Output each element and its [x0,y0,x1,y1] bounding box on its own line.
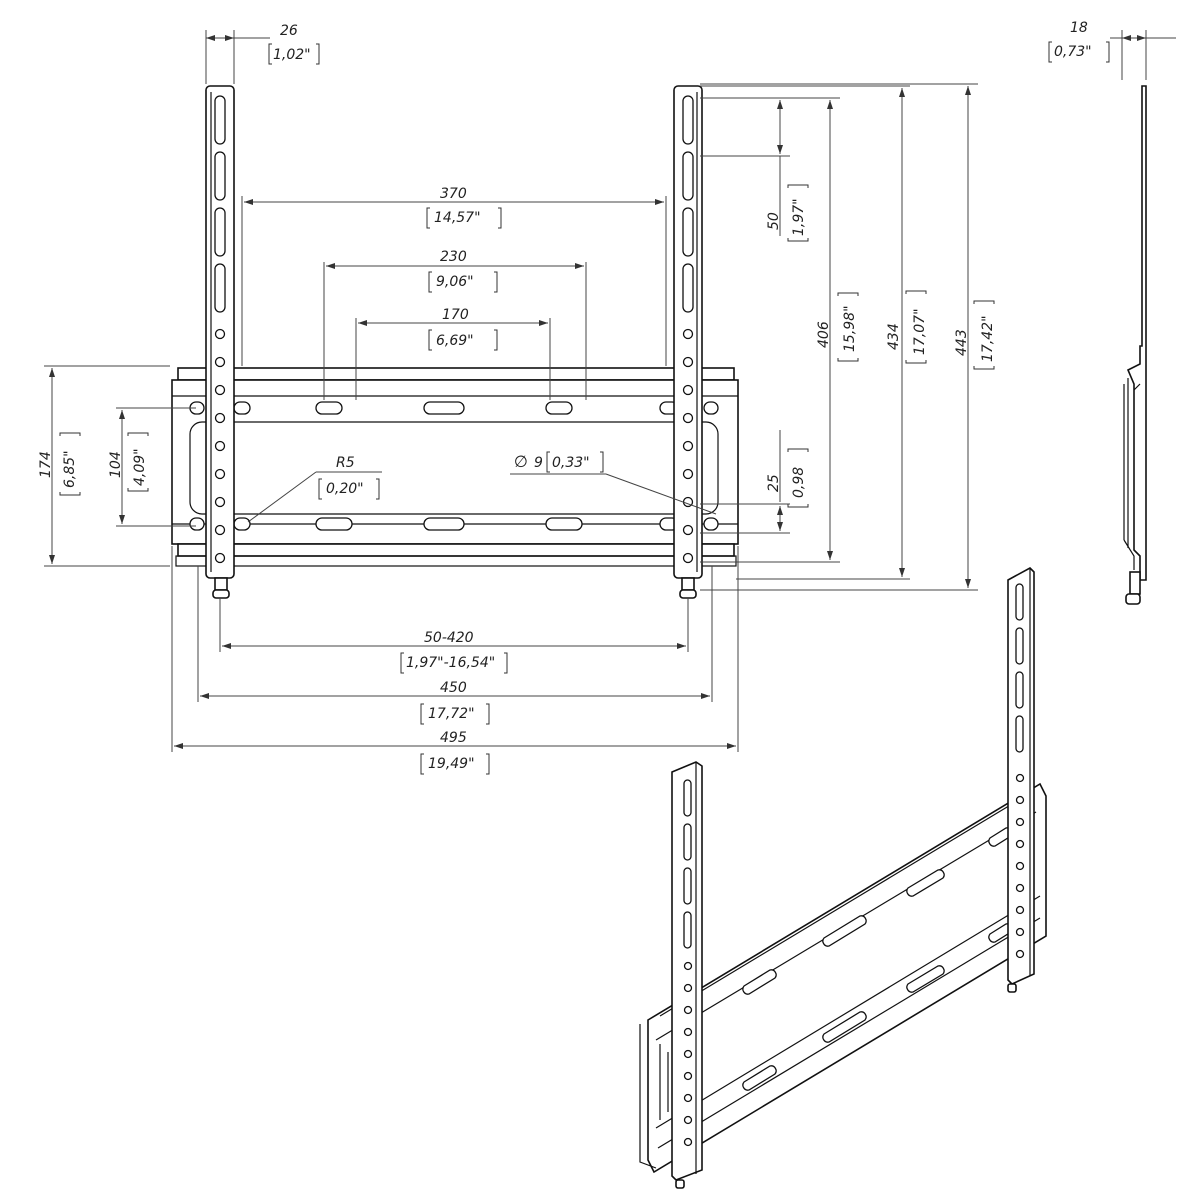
iso-right-arm [1007,567,1035,993]
dim-hole-pitch-inch: 1,97" [791,198,807,236]
dim-hole-diameter-symbol: ∅ [514,452,528,471]
iso-left-arm [671,761,703,1189]
left-mounting-arm [205,85,235,599]
dim-vesa-170-inch: 6,69" [436,333,474,349]
left-arm-holes [214,328,226,564]
right-mounting-arm [673,85,703,599]
dim-vesa-170-mm: 170 [442,307,469,323]
dim-height-443-mm: 443 [954,329,970,356]
isometric-view [639,567,1047,1189]
dim-small-25-inch: 0,98 [791,467,807,498]
dim-span-450-inch: 17,72" [428,706,475,722]
dim-height-406: 406 15,98" [700,97,859,563]
dim-plate-104-mm: 104 [108,451,124,478]
dim-vesa-230-mm: 230 [440,249,467,265]
dim-radius-mm: R5 [336,455,355,471]
dim-hole-diameter: ∅ 9 0,33" [510,451,717,515]
dim-plate-174-inch: 6,85" [62,450,78,488]
dim-vesa-230-inch: 9,06" [436,274,474,290]
dim-hole-diameter-inch: 0,33" [552,455,590,471]
dim-span-50-420: 50-420 1,97"-16,54" [219,598,689,674]
dim-plate-174: 174 6,85" [38,365,170,567]
dim-radius-inch: 0,20" [326,481,364,497]
dim-arm-width-mm: 26 [280,23,298,39]
dim-span-50-420-mm: 50-420 [424,630,474,646]
dim-vesa-230: 230 9,06" [323,249,587,400]
dim-hole-pitch-mm: 50 [766,212,782,230]
dim-arm-width-inch: 1,02" [273,47,311,63]
dim-plate-104: 104 4,09" [108,407,196,527]
dim-vesa-370-inch: 14,57" [434,210,481,226]
dim-hole-pitch: 50 1,97" [700,97,809,242]
iso-wall-plate [639,782,1047,1174]
dim-span-495-mm: 495 [440,730,467,746]
dim-span-450-mm: 450 [440,680,467,696]
dim-vesa-170: 170 6,69" [355,307,551,400]
dim-height-434-inch: 17,07" [912,308,928,355]
dim-small-25: 25 0,98 [700,430,809,534]
front-view: 26 1,02" 370 14,57" 230 9,06" 17 [38,23,996,775]
dim-height-434-mm: 434 [886,323,902,350]
dim-vesa-370: 370 14,57" [241,186,667,366]
dim-height-406-inch: 15,98" [842,305,858,352]
dim-radius: R5 0,20" [247,455,382,523]
side-profile [1123,85,1147,605]
dim-span-450: 450 17,72" [197,566,713,725]
side-view: 18 0,73" [1048,20,1176,605]
dim-hole-diameter-mm: 9 [534,455,543,471]
dim-side-depth-mm: 18 [1070,20,1088,36]
dim-span-50-420-inch: 1,97"-16,54" [406,655,495,671]
dim-small-25-mm: 25 [766,474,782,492]
wall-plate [171,367,739,567]
dim-arm-width: 26 1,02" [205,23,320,84]
right-arm-holes [682,328,694,564]
dim-vesa-370-mm: 370 [440,186,467,202]
dim-side-depth-inch: 0,73" [1054,44,1092,60]
dim-span-495-inch: 19,49" [428,756,475,772]
dim-height-406-mm: 406 [816,321,832,348]
dim-height-443-inch: 17,42" [980,315,996,362]
dim-plate-104-inch: 4,09" [132,448,148,486]
dim-span-495: 495 19,49" [171,546,739,775]
dim-height-434: 434 17,07" [700,85,928,580]
dim-height-443: 443 17,42" [700,83,996,591]
dim-plate-174-mm: 174 [38,451,54,478]
